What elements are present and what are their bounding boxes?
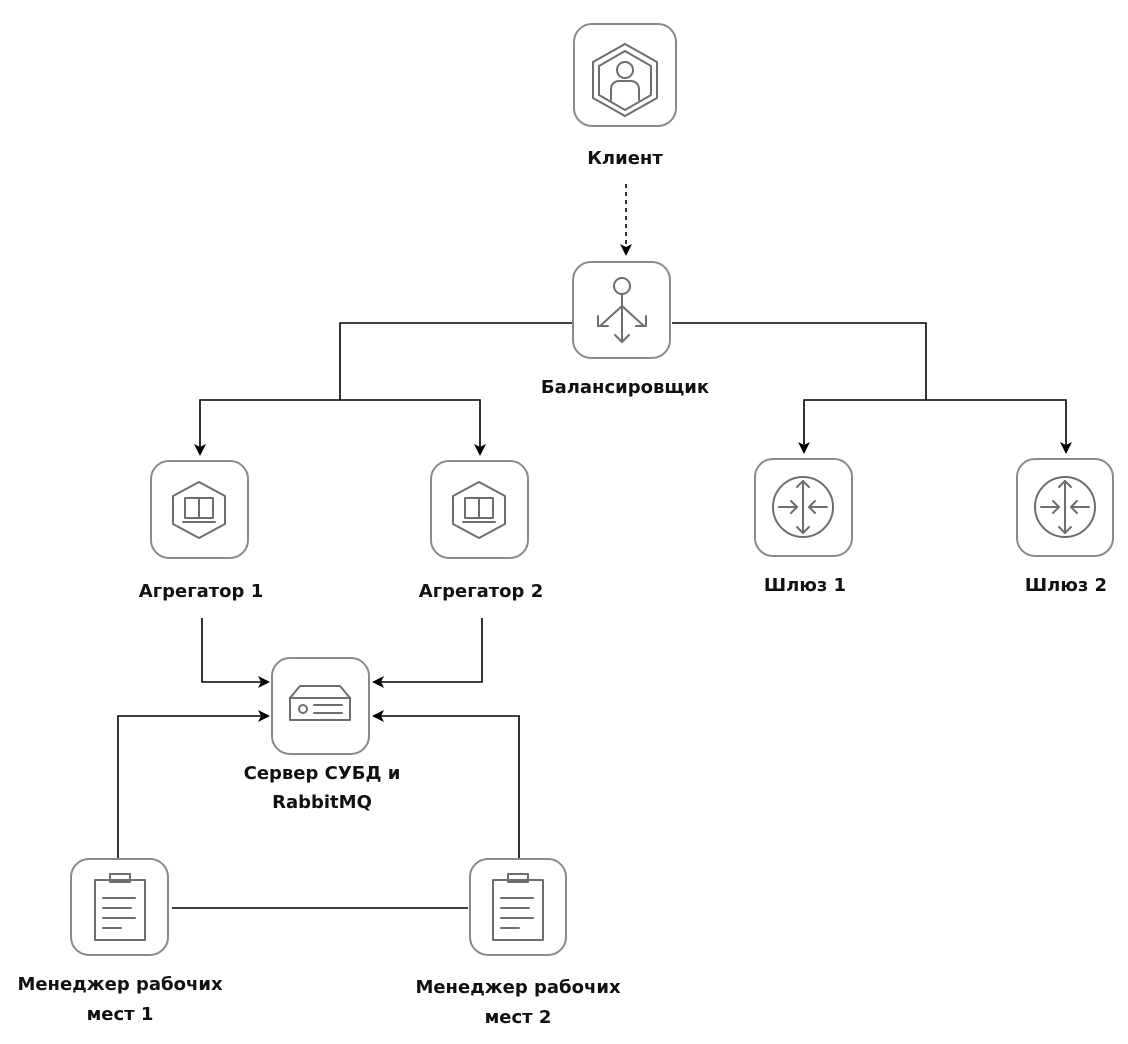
- load-balancer-icon: [597, 277, 647, 343]
- server-icon: [289, 685, 351, 721]
- router-icon: [1034, 476, 1096, 538]
- node-workplace-manager-1[interactable]: Менеджер рабочих мест 1: [17, 858, 223, 1025]
- node-db-server[interactable]: Сервер СУБД и RabbitMQ: [244, 657, 401, 813]
- node-label-aggregator-2: Агрегатор 2: [419, 581, 543, 602]
- edge-balancer-gateway-1: [798, 399, 926, 454]
- node-label-workplace-manager-1: Менеджер рабочих: [17, 974, 223, 995]
- edge-balancer-left-trunk: [339, 322, 572, 400]
- clipboard-icon: [94, 873, 146, 941]
- user-hexagon-icon: [592, 43, 658, 117]
- node-balancer[interactable]: Балансировщик: [541, 261, 709, 398]
- container-hexagon-icon: [172, 481, 226, 539]
- node-label-workplace-manager-2: Менеджер рабочих: [415, 977, 621, 998]
- edge-balancer-aggregator-1: [194, 399, 340, 456]
- node-label-gateway-1: Шлюз 1: [764, 575, 846, 596]
- node-label-db-server: Сервер СУБД и: [244, 763, 401, 784]
- node-label-client: Клиент: [587, 148, 663, 169]
- edge-workplace-manager-1-db: [117, 710, 270, 858]
- node-label-gateway-2: Шлюз 2: [1025, 575, 1107, 596]
- edges: [117, 184, 1072, 909]
- container-hexagon-icon: [452, 481, 506, 539]
- node-label-workplace-manager-2-line2: мест 2: [485, 1007, 552, 1028]
- edge-balancer-gateway-2: [926, 399, 1072, 454]
- router-icon: [772, 476, 834, 538]
- edge-balancer-aggregator-2: [340, 399, 486, 456]
- clipboard-icon: [492, 873, 544, 941]
- edge-aggregator-2-db: [372, 618, 483, 688]
- edge-workplace-manager-2-db: [372, 710, 520, 858]
- node-label-workplace-manager-1-line2: мест 1: [87, 1004, 154, 1025]
- node-label-aggregator-1: Агрегатор 1: [139, 581, 263, 602]
- node-label-db-server-line2: RabbitMQ: [272, 792, 372, 813]
- edge-balancer-right-trunk: [672, 322, 927, 400]
- node-client[interactable]: Клиент: [573, 23, 677, 169]
- node-gateway-1[interactable]: Шлюз 1: [754, 458, 853, 596]
- node-aggregator-1[interactable]: Агрегатор 1: [139, 460, 263, 602]
- node-aggregator-2[interactable]: Агрегатор 2: [419, 460, 543, 602]
- node-label-balancer: Балансировщик: [541, 377, 709, 398]
- node-gateway-2[interactable]: Шлюз 2: [1016, 458, 1114, 596]
- edge-aggregator-1-db: [201, 618, 270, 688]
- node-workplace-manager-2[interactable]: Менеджер рабочих мест 2: [415, 858, 621, 1028]
